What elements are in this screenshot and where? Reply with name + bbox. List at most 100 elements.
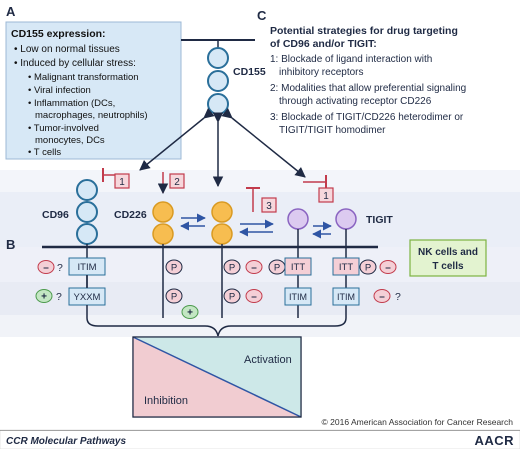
- arrow-cd155-tigit: [221, 107, 306, 178]
- box-a-line: • Induced by cellular stress:: [14, 58, 136, 69]
- strategy-badge-1-tigit: 1: [303, 175, 334, 203]
- phospho-site: [165, 259, 183, 275]
- tigit-itt-motif: [332, 257, 360, 276]
- badge-number: 1: [323, 191, 329, 202]
- panel-label-b: B: [6, 237, 15, 252]
- plus-sign-badge: [35, 289, 53, 303]
- tigit-itt-motif: [284, 257, 312, 276]
- signaling-brace: [86, 317, 347, 337]
- phospho-label: P: [171, 292, 177, 303]
- cd155-domain: [207, 70, 229, 92]
- box-a-line: • Viral infection: [28, 85, 91, 96]
- box-a-title: CD155 expression:: [11, 28, 106, 40]
- motif-label: YXXM: [74, 292, 101, 303]
- box-c-title: Potential strategies for drug targeting: [270, 25, 458, 37]
- tigit-label: TIGIT: [366, 214, 393, 226]
- strategy-badge-3-heterodimer: 3: [246, 187, 277, 213]
- cd226-domain: [152, 201, 174, 223]
- cd96-domain: [76, 179, 98, 201]
- tigit-itim-motif: [332, 287, 360, 306]
- cd96-label: CD96: [42, 209, 69, 221]
- box-a-line: • T cells: [28, 147, 61, 158]
- question-mark: ?: [395, 291, 401, 303]
- question-mark: ?: [56, 291, 62, 303]
- cd155-domain: [207, 93, 229, 115]
- question-mark: ?: [57, 262, 63, 274]
- strategy-badge-2-cd226: 2: [157, 172, 185, 195]
- tigit-domain: [287, 208, 309, 230]
- tigit-domain: [335, 208, 357, 230]
- box-c-line: TIGIT/TIGIT homodimer: [279, 125, 386, 136]
- phospho-label: P: [229, 292, 235, 303]
- minus-sign-badge: [245, 289, 263, 303]
- box-a-line: • Malignant transformation: [28, 72, 139, 83]
- plus-sign: +: [187, 308, 193, 319]
- band-1: [0, 170, 520, 192]
- phospho-site: [165, 288, 183, 304]
- motif-label: ITIM: [78, 262, 97, 273]
- phospho-label: P: [171, 263, 177, 274]
- equilibrium-arrow-tigit-dimer: [312, 221, 332, 239]
- equilibrium-arrow-cd226-dimer: [180, 213, 206, 231]
- minus-sign-badge: [373, 289, 391, 303]
- cell-type-label: T cells: [432, 261, 464, 272]
- minus-sign: –: [379, 292, 385, 303]
- badge-number: 1: [119, 177, 125, 188]
- box-c-line: through activating receptor CD226: [279, 96, 432, 107]
- badge-number: 3: [266, 201, 272, 212]
- cd96-domain: [76, 201, 98, 223]
- minus-sign-badge: [37, 260, 55, 274]
- motif-label: ITT: [291, 262, 305, 273]
- box-c-line: inhibitory receptors: [279, 67, 363, 78]
- box-c-line: 2: Modalities that allow preferential si…: [270, 83, 466, 94]
- motif-label: ITIM: [289, 292, 307, 302]
- phospho-label: P: [274, 263, 280, 274]
- phospho-label: P: [365, 263, 371, 274]
- balance-diagonal: [132, 336, 302, 418]
- cd155-domain: [207, 47, 229, 69]
- phospho-site: [223, 288, 241, 304]
- minus-sign-badge: [379, 260, 397, 274]
- cd226-label: CD226: [114, 209, 147, 221]
- phospho-site: [359, 259, 377, 275]
- footer-bar: [0, 429, 520, 449]
- panel-label-c: C: [257, 8, 267, 23]
- cd96-domain: [76, 223, 98, 245]
- cell-type-box: [409, 239, 487, 277]
- minus-sign-badge: [245, 260, 263, 274]
- cd226-domain: [152, 223, 174, 245]
- plus-sign: +: [41, 292, 47, 303]
- box-c-title: of CD96 and/or TIGIT:: [270, 38, 377, 50]
- minus-sign: –: [385, 263, 391, 274]
- copyright-text: © 2016 American Association for Cancer R…: [322, 417, 514, 427]
- cell-type-label: NK cells and: [418, 247, 478, 258]
- box-a-line: • Low on normal tissues: [14, 44, 120, 55]
- inhibition-label: Inhibition: [144, 395, 188, 407]
- box-a-line: macrophages, neutrophils): [35, 110, 147, 121]
- strategy-badge-1-cd96: 1: [102, 168, 130, 189]
- activation-label: Activation: [244, 354, 292, 366]
- motif-label: ITT: [339, 262, 353, 273]
- minus-sign: –: [251, 292, 257, 303]
- phospho-site: [223, 259, 241, 275]
- panel-label-a: A: [6, 4, 16, 19]
- cd226-dimer-domain: [211, 201, 233, 223]
- balance-border: [132, 336, 302, 418]
- cd226-dimer-domain: [211, 223, 233, 245]
- footer-journal-name: CCR Molecular Pathways: [6, 436, 126, 447]
- cd155-label: CD155: [233, 66, 266, 78]
- motif-label: ITIM: [337, 292, 355, 302]
- arrow-cd155-cd96: [139, 107, 215, 171]
- box-c-line: 3: Blockade of TIGIT/CD226 heterodimer o…: [270, 112, 464, 123]
- plus-sign-badge: [181, 305, 199, 319]
- equilibrium-arrow-heterodimer: [239, 219, 274, 237]
- box-c-line: 1: Blockade of ligand interaction with: [270, 54, 432, 65]
- minus-sign: –: [251, 263, 257, 274]
- box-a-line: • Inflammation (DCs,: [28, 98, 115, 109]
- minus-sign: –: [43, 263, 49, 274]
- aacr-logo: AACR: [474, 433, 514, 448]
- box-a-line: • Tumor-involved: [28, 123, 99, 134]
- phospho-label: P: [229, 263, 235, 274]
